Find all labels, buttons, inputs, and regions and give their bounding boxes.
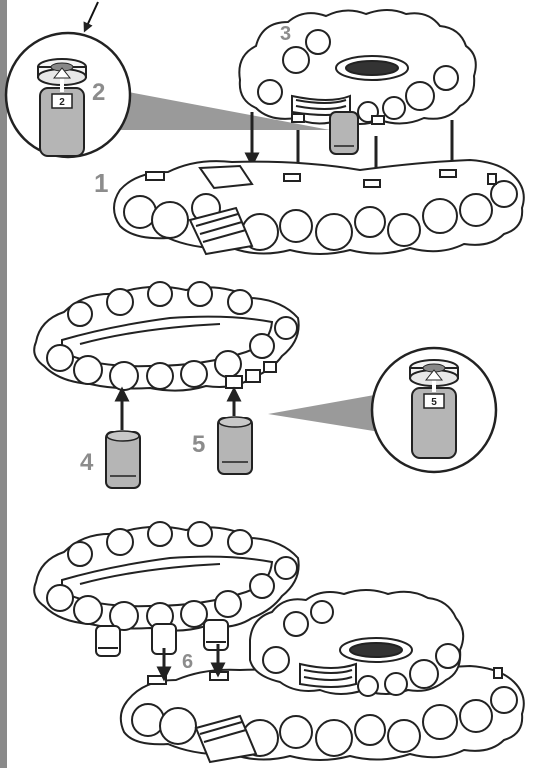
peg-2-label: 2 [59, 97, 65, 108]
step-3-number: 3 [280, 23, 291, 45]
step-6-number: 6 [182, 651, 193, 673]
top-rock-platform-step6 [34, 522, 298, 631]
detail-callout-step5: 5 [372, 348, 496, 472]
pegs-step6 [96, 620, 228, 656]
peg-under-upper-platform [330, 112, 358, 154]
peg-4 [106, 431, 140, 488]
step-1-number: 1 [94, 168, 108, 198]
top-pointer-arrow [86, 2, 98, 28]
peg-5-label: 5 [431, 397, 437, 408]
upper-rock-platform [239, 10, 475, 124]
callout-wedge-step5 [268, 394, 380, 432]
step-4-number: 4 [80, 449, 94, 476]
peg-5 [218, 417, 252, 474]
base-rock-platform [114, 160, 524, 254]
step-2-number: 2 [92, 79, 105, 106]
detail-callout-step2: 2 [6, 33, 130, 157]
middle-rock-platform [34, 282, 298, 391]
step-5-number: 5 [192, 431, 205, 458]
page-left-border [0, 0, 7, 768]
